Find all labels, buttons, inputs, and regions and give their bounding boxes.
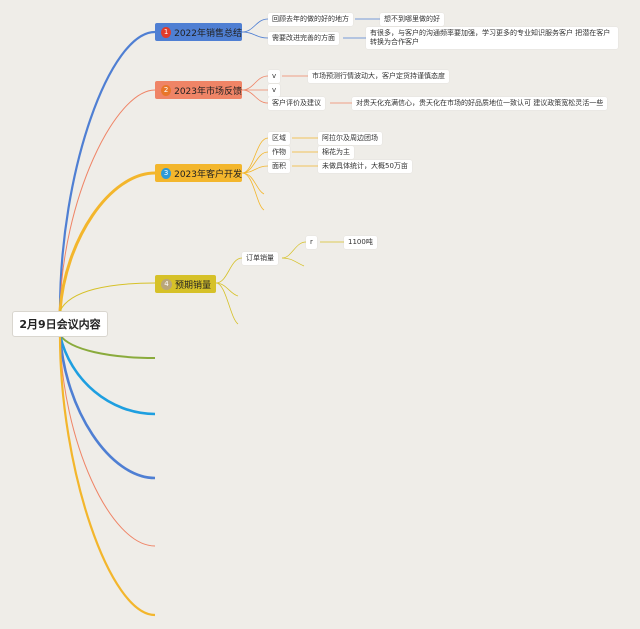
subtopic-r-detail[interactable]: 1100吨: [344, 236, 377, 249]
branch-topic-4: [59, 282, 156, 312]
topic-2023-customer-development[interactable]: 3 2023年客户开发: [155, 164, 242, 182]
branch-empty-yellow: [58, 334, 156, 617]
topic-label: 2023年客户开发: [174, 169, 242, 180]
subtopic-order-sales[interactable]: 订单销量: [242, 252, 278, 265]
subtopic-v-1[interactable]: v: [268, 70, 281, 83]
subtopic-crop-detail[interactable]: 棉花为主: [318, 146, 354, 159]
subtopic-r[interactable]: r: [306, 236, 317, 249]
branch-empty-blue: [58, 334, 156, 480]
branch-empty-salmon: [59, 334, 156, 547]
topic-2022-sales-summary[interactable]: 1 2022年销售总结: [155, 23, 242, 41]
root-topic-label: 2月9日会议内容: [19, 318, 101, 331]
subtopic-v-2[interactable]: v: [268, 84, 281, 97]
subtopic-improvements-detail[interactable]: 有很多，与客户的沟通频率要加强，学习更多的专业知识服务客户 把潜在客户转换为合作…: [366, 27, 618, 49]
topic-number-badge: 1: [161, 26, 172, 38]
subtopic-v-1-detail[interactable]: 市场预测行情波动大，客户定货持谨慎态度: [308, 70, 449, 83]
subtopic-customer-feedback[interactable]: 客户评价及建议: [268, 97, 325, 110]
topic-expected-sales[interactable]: 4 预期销量: [155, 275, 216, 293]
topic-2023-market-feedback[interactable]: 2 2023年市场反馈: [155, 81, 242, 99]
subtopic-area[interactable]: 面积: [268, 160, 290, 173]
branch-topic-2: [59, 89, 156, 312]
branch-topic-1: [58, 30, 156, 312]
topic-number-badge: 2: [161, 84, 172, 96]
subtopic-improvements[interactable]: 需要改进完善的方面: [268, 32, 339, 45]
branch-empty-green: [59, 334, 156, 359]
subtopic-region[interactable]: 区域: [268, 132, 290, 145]
subtopic-region-detail[interactable]: 阿拉尔及周边团场: [318, 132, 382, 145]
topic-label: 2022年销售总结: [174, 28, 242, 39]
root-topic[interactable]: 2月9日会议内容: [12, 311, 108, 337]
subtopic-area-detail[interactable]: 未做具体统计，大概50万亩: [318, 160, 412, 173]
topic-number-badge: 3: [161, 167, 172, 179]
topic-label: 预期销量: [175, 280, 212, 291]
subtopic-customer-feedback-detail[interactable]: 对贵天化充满信心，贵天化在市场的好品质地位一致认可 建议政策宽松灵活一些: [352, 97, 608, 110]
subtopic-good-points-detail[interactable]: 想不到哪里做的好: [380, 13, 444, 26]
subtopic-crop[interactable]: 作物: [268, 146, 290, 159]
topic-number-badge: 4: [161, 278, 172, 290]
subtopic-good-points[interactable]: 回顾去年的做的好的地方: [268, 13, 353, 26]
topic-label: 2023年市场反馈: [174, 86, 242, 97]
branch-topic-3: [58, 171, 156, 312]
branch-empty-cyan: [58, 334, 156, 416]
